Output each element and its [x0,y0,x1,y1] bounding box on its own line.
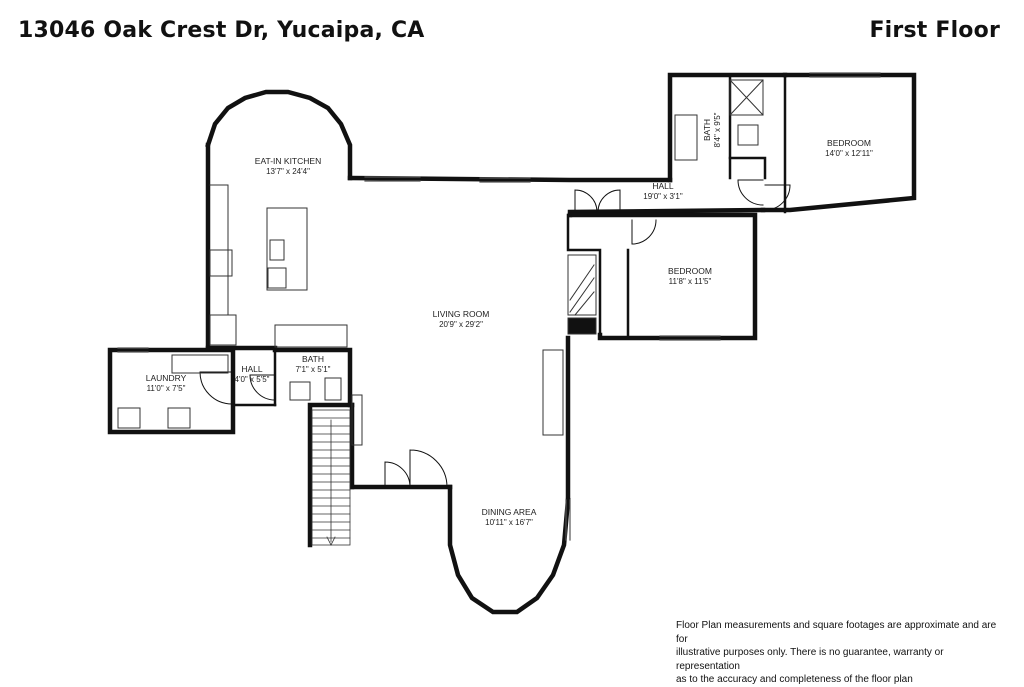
room-dims-bath-east: 8'4" x 9'5" [713,112,722,147]
washer [117,407,141,429]
room-dims-eat-in-kitchen: 13'7" x 24'4" [266,167,310,176]
fridge [209,314,237,346]
toilet-east [737,124,759,146]
fireplace-base [567,317,597,335]
property-address: 13046 Oak Crest Dr, Yucaipa, CA [18,18,425,43]
door-bath-east [737,179,764,206]
fireplace [567,254,597,316]
wall-stair-bath [307,402,355,548]
door-laundry [199,371,233,405]
room-dims-living-room: 20'9" x 29'2" [439,320,483,329]
kitchen-island [266,207,308,291]
wall-bath-half [272,347,353,408]
wall-north-main [347,175,673,183]
floor-plan-disclaimer: Floor Plan measurements and square foota… [676,619,1006,687]
room-dims-bedroom-2: 11'8" x 11'5" [669,277,712,286]
wall-bath-east-west [667,72,788,183]
room-dims-hall-west: 4'0" x 5'5" [235,375,270,384]
dryer [167,407,191,429]
disclaimer-line-3: as to the accuracy and completeness of t… [676,674,913,685]
toilet-half [324,377,342,401]
room-dims-dining-area: 10'11" x 16'7" [485,518,533,527]
kitchen-counter [209,184,229,316]
outer-walls [107,72,917,615]
stairs [311,409,351,546]
room-dims-hall-east: 19'0" x 3'1" [643,192,683,201]
laundry-counter [171,354,229,374]
windows [117,72,881,541]
room-dims-bedroom-1: 14'0" x 12'11" [825,149,873,158]
disclaimer-line-2: illustrative purposes only. There is no … [676,647,944,672]
room-label-bath-half: BATH [302,354,324,364]
room-dims-bath-half: 7'1" x 5'1" [296,365,331,374]
fixtures [117,79,764,446]
room-label-hall-east: HALL [652,181,674,191]
builtin-cabinet [542,349,564,436]
door-bedroom2 [631,219,657,245]
room-label-bedroom-2: BEDROOM [668,266,712,276]
door-hall-east-1 [574,189,598,213]
stair-rail [351,394,363,446]
floor-label: First Floor [869,18,1000,43]
wall-kitchen-bay [205,89,353,181]
wall-bedroom1 [760,72,917,213]
room-label-dining-area: DINING AREA [482,507,537,517]
room-label-hall-west: HALL [241,364,263,374]
wall-dining-bay [447,484,571,615]
range [209,249,233,277]
wall-bedroom2 [567,212,758,341]
doors [199,179,791,488]
island-cooktop [267,267,287,289]
room-dims-laundry: 11'0" x 7'5" [147,384,186,393]
room-label-bedroom-1: BEDROOM [827,138,871,148]
door-entry-2 [409,449,448,488]
island-sink [269,239,285,261]
vanity-east [674,114,698,161]
door-entry [384,461,411,488]
room-label-eat-in-kitchen: EAT-IN KITCHEN [255,156,321,166]
room-label-laundry: LAUNDRY [146,373,187,383]
counter-hall [274,324,348,348]
room-label-bath-east: BATH [702,119,712,141]
door-hall-east-2 [597,189,621,213]
room-label-living-room: LIVING ROOM [433,309,490,319]
shower-east [729,79,764,116]
sink-half [289,381,311,401]
door-bath-half [249,374,276,401]
door-bedroom1 [764,184,791,211]
disclaimer-line-1: Floor Plan measurements and square foota… [676,620,997,645]
